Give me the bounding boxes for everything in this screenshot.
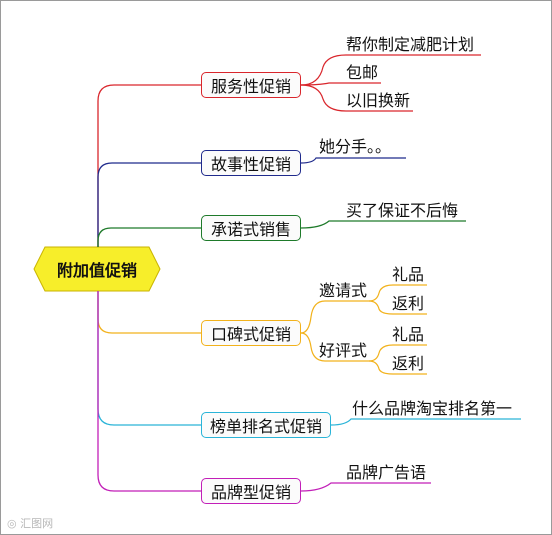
child-line-invite-rebate xyxy=(368,300,427,315)
leaf-guarantee[interactable]: 买了保证不后悔 xyxy=(346,201,459,220)
child-line-breakup xyxy=(300,157,406,164)
leaf-slogan[interactable]: 品牌广告语 xyxy=(346,463,427,482)
child-line-review-gift xyxy=(368,344,427,362)
branch-node-story[interactable]: 故事性促销 xyxy=(201,150,301,176)
child-line-review xyxy=(300,332,369,362)
subnode-invite[interactable]: 邀请式 xyxy=(319,281,368,300)
leaf-review-rebate[interactable]: 返利 xyxy=(392,354,425,373)
child-line-review-rebate xyxy=(368,360,427,375)
child-line-tradein xyxy=(300,84,413,112)
child-line-invite xyxy=(300,300,369,334)
branch-node-brand[interactable]: 品牌型促销 xyxy=(201,478,301,504)
watermark-text: 汇图网 xyxy=(20,517,54,530)
leaf-freeship[interactable]: 包邮 xyxy=(346,63,379,82)
child-line-plan xyxy=(300,54,481,86)
branch-node-ranking[interactable]: 榜单排名式促销 xyxy=(201,412,331,438)
trunk-line-story xyxy=(97,162,201,247)
branch-node-wordofmouth[interactable]: 口碑式促销 xyxy=(201,320,301,346)
leaf-breakup[interactable]: 她分手。。 xyxy=(319,137,392,156)
watermark-logo: ◎ 汇图网 xyxy=(7,515,53,531)
trunk-line-service xyxy=(97,84,201,247)
leaf-review-gift[interactable]: 礼品 xyxy=(392,325,425,344)
root-node-shape xyxy=(33,246,161,292)
leaf-invite-gift[interactable]: 礼品 xyxy=(392,265,425,284)
trunk-line-wordofmouth xyxy=(97,291,201,334)
trunk-line-ranking xyxy=(97,291,201,426)
subnode-review[interactable]: 好评式 xyxy=(319,341,368,360)
child-line-slogan xyxy=(300,482,431,492)
trunk-line-promise xyxy=(97,227,201,247)
child-line-invite-gift xyxy=(368,284,427,302)
root-node-label: 附加值促销 xyxy=(56,261,137,280)
child-line-guarantee xyxy=(300,220,466,229)
branch-node-promise[interactable]: 承诺式销售 xyxy=(201,215,301,241)
root-node[interactable]: 附加值促销 xyxy=(34,247,160,291)
camera-icon: ◎ xyxy=(7,517,17,530)
leaf-plan[interactable]: 帮你制定减肥计划 xyxy=(346,35,475,54)
leaf-topbrand[interactable]: 什么品牌淘宝排名第一 xyxy=(352,399,513,418)
child-line-freeship xyxy=(300,82,381,86)
leaf-invite-rebate[interactable]: 返利 xyxy=(392,294,425,313)
leaf-tradein[interactable]: 以旧换新 xyxy=(346,91,411,110)
trunk-line-brand xyxy=(97,291,201,492)
child-line-topbrand xyxy=(330,418,521,426)
branch-node-service[interactable]: 服务性促销 xyxy=(201,72,301,98)
